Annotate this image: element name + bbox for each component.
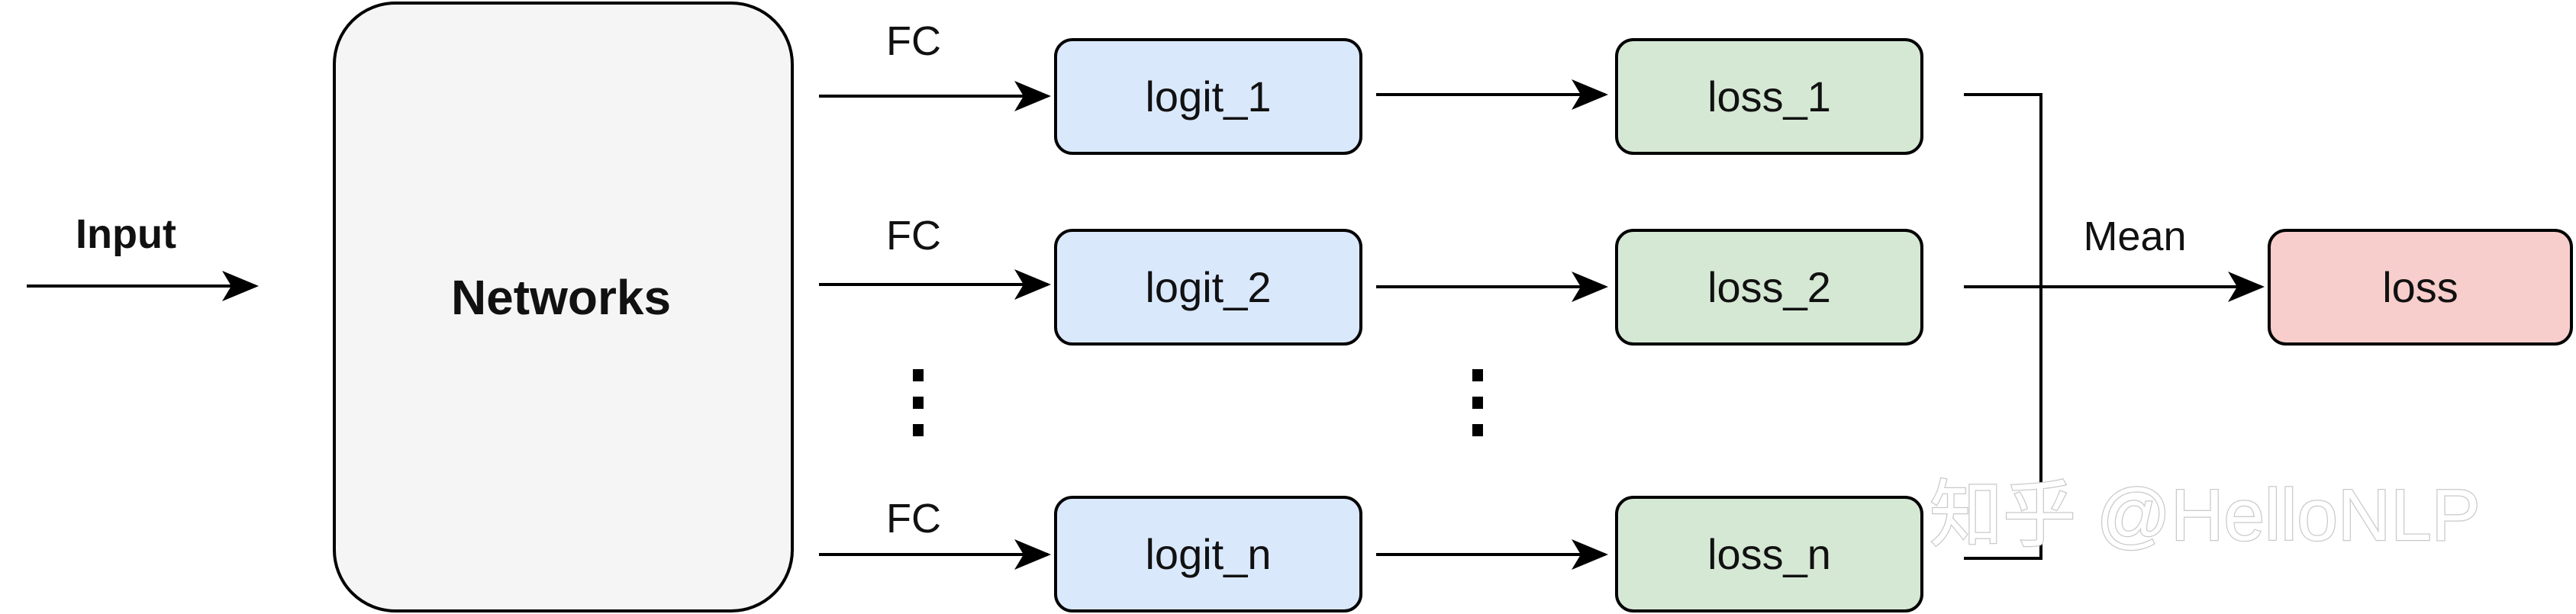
mean-label: Mean bbox=[2083, 214, 2186, 259]
loss-box-n bbox=[1615, 496, 1923, 612]
loss-label-2: loss_2 bbox=[1707, 263, 1831, 311]
output-loss-label: loss bbox=[2382, 263, 2458, 311]
logit-label-2: logit_2 bbox=[1145, 263, 1271, 311]
loss-box-2 bbox=[1615, 229, 1923, 346]
networks-label: Networks bbox=[451, 270, 671, 325]
merge-bracket bbox=[1964, 93, 2042, 560]
loss-label-n: loss_n bbox=[1707, 530, 1831, 578]
vertical-ellipsis-icon bbox=[913, 369, 924, 436]
logit-box-2 bbox=[1054, 229, 1362, 346]
output-loss-box bbox=[2268, 229, 2573, 346]
logit-label-n: logit_n bbox=[1145, 530, 1271, 578]
fc-label-3: FC bbox=[886, 496, 941, 542]
networks-box bbox=[333, 2, 794, 612]
logit-box-n bbox=[1054, 496, 1362, 612]
input-label: Input bbox=[76, 211, 176, 257]
vertical-ellipsis-icon bbox=[1472, 369, 1483, 436]
loss-label-1: loss_1 bbox=[1707, 72, 1831, 121]
logit-box-1 bbox=[1054, 38, 1362, 155]
watermark: 知乎 @HelloNLP bbox=[1930, 474, 2481, 556]
fc-label-1: FC bbox=[886, 18, 941, 64]
fc-label-2: FC bbox=[886, 213, 941, 259]
logit-label-1: logit_1 bbox=[1145, 72, 1271, 121]
loss-box-1 bbox=[1615, 38, 1923, 155]
